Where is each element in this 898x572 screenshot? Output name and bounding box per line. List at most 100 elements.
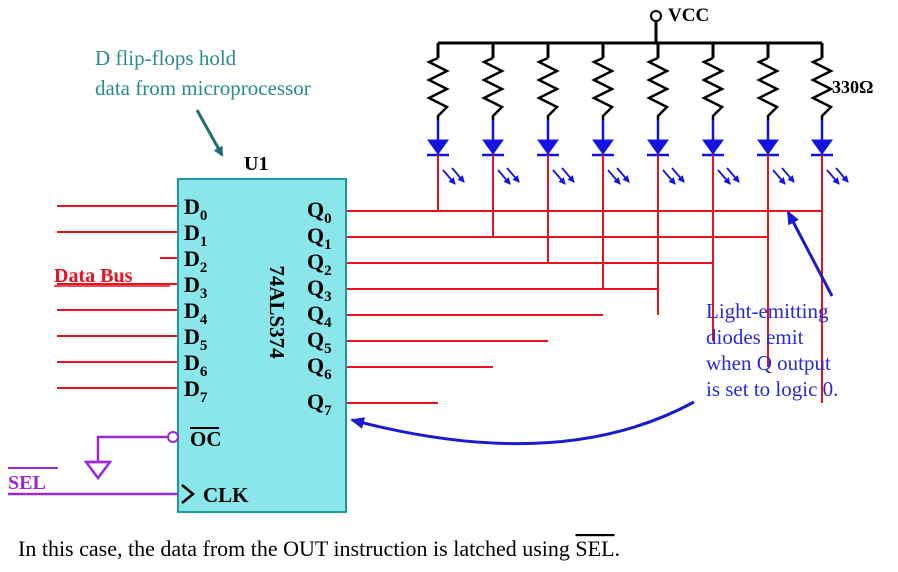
led-diode-0 [427,139,449,155]
led-diode-5 [702,139,724,155]
data-bus-wires [57,205,178,389]
q0-pin-label-index: 0 [324,211,332,227]
chip-74als374 [177,178,347,513]
q-output-wiring [346,210,822,404]
sel-label: SEL [8,472,46,494]
caption-end: . [615,536,621,561]
q7-pin-label: Q7 [307,389,332,419]
d1-pin-label-index: 1 [200,234,208,250]
resistor-5 [701,56,725,120]
data-bus-label: Data Bus [54,265,133,287]
oc-inversion-bubble [167,431,179,443]
q1-pin-label-index: 1 [324,237,332,253]
d7-pin-label: D7 [184,376,208,406]
resistor-4 [646,56,670,120]
led-diode-1 [482,139,504,155]
caption: In this case, the data from the OUT inst… [18,536,620,561]
light-ray-1 [607,169,621,185]
led-column-0 [426,43,465,211]
light-ray-2 [835,167,849,183]
d4-pin-label-letter: D [184,298,200,323]
light-ray-2 [781,167,795,183]
q4-pin-label: Q4 [307,301,332,331]
d6-pin-label-letter: D [184,350,200,375]
led-note-line3: when Q output [706,351,831,375]
light-ray-1 [826,169,840,185]
light-ray-1 [717,169,731,185]
led-column-4 [646,43,685,315]
led-array [426,43,849,403]
chip-ref-label: U1 [244,153,268,175]
d5-pin-label-index: 5 [200,338,208,354]
oc-ground-wire [96,435,168,462]
d4-pin-label: D4 [184,298,208,328]
flipflop-note-arrow [195,109,224,157]
resistor-2 [536,56,560,120]
resistor-1 [481,56,505,120]
d3-pin-label-letter: D [184,272,200,297]
q7-pin-label-letter: Q [307,389,324,414]
d6-pin-label: D6 [184,350,208,380]
resistor-7 [810,56,834,120]
led-diode-3 [592,139,614,155]
q1-pin-label: Q1 [307,223,332,253]
q3-pin-label-index: 3 [324,289,332,305]
resistor-0 [426,56,450,120]
led-column-1 [481,43,520,237]
led-note-line1: Light-emitting [706,299,829,323]
light-ray-1 [497,169,511,185]
led-column-5 [701,43,740,341]
light-ray-2 [451,167,465,183]
led-note-arrow-to-q7 [350,400,695,446]
q0-pin-label-letter: Q [307,197,324,222]
oc-pin-label: OC [190,427,222,451]
q3-pin-label-letter: Q [307,275,324,300]
light-ray-1 [772,169,786,185]
q5-pin-label-index: 5 [324,341,332,357]
q4-pin-label-index: 4 [324,315,332,331]
led-diode-7 [811,139,833,155]
q1-pin-label-letter: Q [307,223,324,248]
q3-pin-label: Q3 [307,275,332,305]
q5-pin-label: Q5 [307,327,332,357]
led-column-6 [756,43,795,367]
light-ray-2 [561,167,575,183]
resistor-value-label: 330Ω [832,77,873,97]
led-note-arrow-to-led [786,210,834,297]
d7-pin-label-index: 7 [200,390,208,406]
led-note-line4: is set to logic 0. [706,377,838,401]
vcc-terminal [650,10,662,22]
light-ray-2 [671,167,685,183]
q4-pin-label-letter: Q [307,301,324,326]
d4-pin-label-index: 4 [200,312,208,328]
clk-edge-symbol [181,484,195,504]
ground-symbol [83,460,113,481]
clk-pin-label: CLK [203,483,249,507]
light-ray-2 [726,167,740,183]
q2-pin-label-letter: Q [307,249,324,274]
q7-pin-label-index: 7 [324,403,332,419]
d7-pin-label-letter: D [184,376,200,401]
caption-sel: SEL [575,536,614,561]
d5-pin-label-letter: D [184,324,200,349]
d5-pin-label: D5 [184,324,207,354]
d3-pin-label: D3 [184,272,207,302]
q6-pin-label-letter: Q [307,353,324,378]
flipflop-note-line2: data from microprocessor [95,76,311,100]
d2-pin-label: D2 [184,246,207,276]
led-column-2 [536,43,575,263]
vcc-label: VCC [668,5,709,26]
led-column-3 [591,43,630,289]
d0-pin-label: D0 [184,194,207,224]
led-diode-4 [647,139,669,155]
light-ray-2 [506,167,520,183]
resistor-6 [756,56,780,120]
d2-pin-label-index: 2 [200,260,208,276]
q6-pin-label-index: 6 [324,367,332,383]
d3-pin-label-index: 3 [200,286,208,302]
d1-pin-label: D1 [184,220,207,250]
